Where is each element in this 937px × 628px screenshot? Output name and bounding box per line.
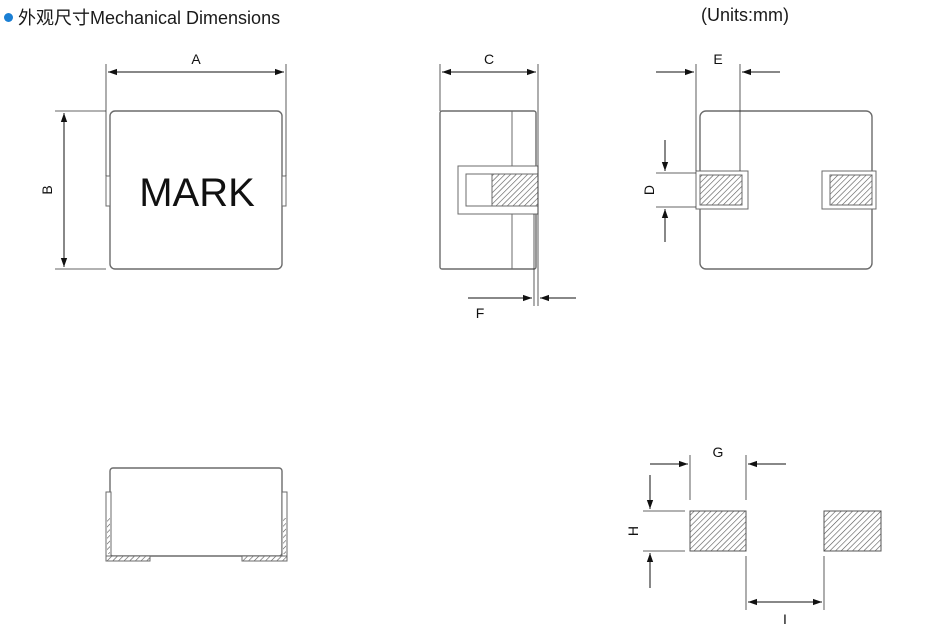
front-view-right-foot — [241, 555, 288, 562]
front-view — [105, 467, 288, 562]
units-label: (Units:mm) — [701, 5, 789, 25]
bottom-view: E D — [641, 51, 877, 270]
front-view-right-terminal-hatch — [283, 518, 286, 554]
section-header: 外观尺寸Mechanical Dimensions — [4, 4, 280, 30]
bullet-icon — [4, 12, 13, 22]
dim-g-label: G — [713, 444, 724, 460]
top-view-right-terminal — [281, 175, 287, 207]
front-view-left-terminal-hatch — [107, 518, 110, 554]
bottom-view-left-pad — [699, 174, 743, 206]
section-title: 外观尺寸Mechanical Dimensions — [18, 8, 281, 28]
side-view-terminal-hatch — [491, 173, 539, 207]
dim-b-label: B — [39, 185, 55, 194]
dim-c-label: C — [484, 51, 494, 67]
side-view: C F — [439, 51, 576, 321]
top-view: MARK A B — [39, 51, 287, 270]
dim-a-label: A — [191, 51, 201, 67]
dim-i-label: I — [783, 611, 787, 627]
mark-text: MARK — [139, 171, 255, 215]
front-view-body — [109, 467, 283, 557]
dim-f-label: F — [476, 305, 485, 321]
side-view-slot-inner — [465, 173, 493, 207]
dim-h-label: H — [625, 526, 641, 536]
land-pad-right — [823, 510, 882, 552]
land-pattern: G H I — [625, 444, 882, 627]
land-pad-left — [689, 510, 747, 552]
dim-e-label: E — [713, 51, 722, 67]
front-view-left-foot — [105, 555, 151, 562]
top-view-left-terminal — [105, 175, 111, 207]
bottom-view-right-pad — [829, 174, 873, 206]
dim-d-label: D — [641, 185, 657, 195]
